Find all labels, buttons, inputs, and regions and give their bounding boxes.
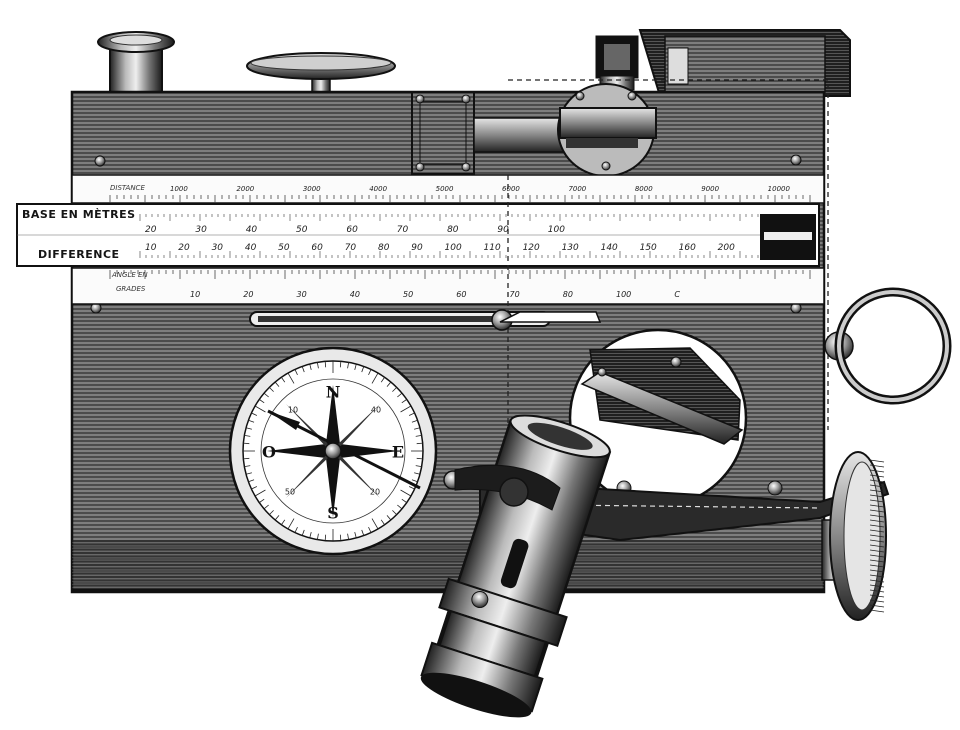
- scale-number: 3000: [302, 185, 321, 193]
- compass-south-label: S: [327, 503, 339, 523]
- scale-number: 50: [403, 290, 414, 299]
- scale-number: 120: [522, 243, 540, 253]
- compass: [228, 346, 438, 556]
- compass-degree-50: 50: [284, 487, 296, 497]
- scale-number: 30: [296, 290, 307, 299]
- scale-number: 10000: [767, 185, 790, 193]
- scale-number: 100: [616, 290, 632, 299]
- scale-number: 150: [639, 243, 657, 253]
- scale-number: 80: [447, 225, 459, 235]
- scale-number: 80: [377, 243, 390, 253]
- magnifier-inset: [568, 328, 748, 508]
- lower-scale-plate: [71, 267, 825, 305]
- telescope-clip: [443, 464, 561, 511]
- compass-degree-20: 20: [369, 487, 381, 497]
- compass-west-label: O: [262, 442, 276, 462]
- scale-number: 1000: [170, 185, 188, 193]
- difference-values: 10 20 30 40 50 60 70 80 90 100 110 120 130 140 150 160 2…: [145, 243, 735, 253]
- top-wheel: [246, 52, 396, 95]
- body-screws: [90, 154, 802, 314]
- scale-number: 60: [346, 225, 358, 235]
- scale-number: 2000: [236, 185, 255, 193]
- top-clamp-mechanism: [411, 83, 657, 177]
- scale-number: 80: [562, 290, 573, 299]
- side-knurled-wheel: [821, 451, 887, 621]
- scale-number: 4000: [369, 185, 388, 193]
- scale-number: 20: [178, 243, 190, 253]
- scale-number: 110: [483, 243, 501, 253]
- scale-number: 130: [561, 243, 579, 253]
- distance-scale-label: DISTANCE: [110, 184, 145, 192]
- upper-scale-plate: [71, 174, 825, 204]
- scale-number: 140: [600, 243, 618, 253]
- scale-number: C: [674, 290, 680, 299]
- base-label: BASE EN MÈTRES: [22, 208, 136, 221]
- scale-number: 30: [195, 225, 207, 235]
- scale-number: 50: [296, 225, 308, 235]
- scale-number: 90: [411, 243, 423, 253]
- scale-number: 10: [145, 243, 157, 253]
- scale-number: 70: [396, 225, 409, 235]
- telescope: [420, 414, 612, 718]
- scale-number: 100: [547, 225, 565, 235]
- angle-label-line2: GRADES: [116, 285, 146, 293]
- scale-number: 20: [145, 225, 157, 235]
- compass-degree-10: 10: [287, 405, 299, 415]
- compass-east-label: E: [391, 442, 405, 462]
- slide-rule-strip: [16, 203, 820, 267]
- scale-number: 50: [278, 243, 290, 253]
- scale-number: 6000: [502, 185, 520, 193]
- dashed-guide-lines: [507, 79, 829, 520]
- sliding-index-slot: [249, 309, 602, 331]
- carry-ring: [824, 287, 952, 405]
- scale-number: 5000: [435, 185, 454, 193]
- top-eyepiece-housing: [595, 29, 851, 97]
- scale-number: 8000: [634, 185, 653, 193]
- scale-number: 40: [349, 290, 360, 299]
- scale-number: 10: [190, 290, 201, 299]
- scale-number: 7000: [568, 185, 587, 193]
- scale-number: 20: [243, 290, 254, 299]
- compass-north-label: N: [325, 382, 341, 402]
- scale-number: 40: [244, 243, 257, 253]
- scale-number: 30: [211, 243, 224, 253]
- difference-label: DIFFERENCE: [38, 248, 120, 261]
- scale-number: 100: [444, 243, 462, 253]
- compass-degree-40: 40: [370, 405, 382, 415]
- scale-number: 90: [497, 225, 509, 235]
- scale-number: 60: [311, 243, 323, 253]
- distance-scale-values: 1000 2000 3000 4000 5000 6000 7000 8000 9000 1000…: [170, 185, 790, 193]
- compass-rose: [267, 385, 399, 517]
- scale-number: 9000: [701, 185, 720, 193]
- base-values: 20 30 40 50 60 70 80 90 100: [145, 225, 565, 235]
- scale-number: 70: [509, 290, 520, 299]
- scale-number: 160: [678, 243, 696, 253]
- scale-number: 70: [344, 243, 357, 253]
- top-knob-left: [97, 31, 175, 95]
- scale-number: 200: [717, 243, 735, 253]
- scale-number: 60: [456, 290, 467, 299]
- angle-label-line1: ANGLE EN: [112, 271, 148, 279]
- angle-values: 10 20 30 40 50 60 70 80 100 C: [190, 290, 680, 299]
- scale-number: 40: [245, 225, 258, 235]
